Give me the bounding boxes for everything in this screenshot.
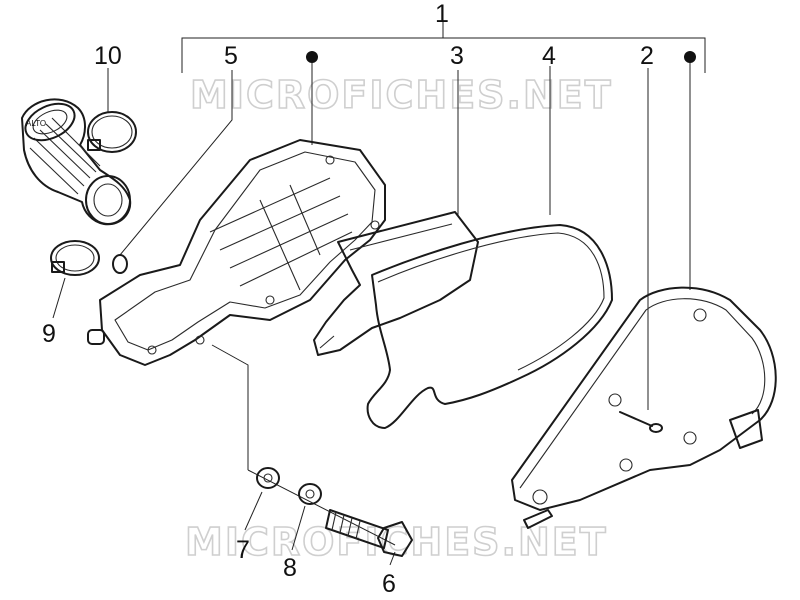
callout-9: 9: [42, 320, 56, 348]
callout-7: 7: [236, 536, 250, 564]
hose-clamp: [50, 240, 100, 276]
duct-clamp: [87, 111, 137, 153]
callout-4: 4: [542, 42, 556, 70]
filter-element: [313, 211, 479, 356]
reference-dot-right: [684, 51, 696, 63]
callout-3: 3: [450, 42, 464, 70]
assembly-bracket: [181, 22, 706, 73]
callout-5: 5: [224, 42, 238, 70]
locating-pin: [112, 254, 128, 274]
watermark-top: MICROFICHES.NET: [190, 73, 613, 117]
duct-marking: ALTO: [26, 119, 46, 128]
washer-large: [256, 467, 280, 489]
filter-housing-base: [87, 139, 386, 366]
watermark-bottom: MICROFICHES.NET: [185, 520, 608, 564]
filter-cover: [511, 286, 777, 529]
cover-screw: [619, 411, 663, 433]
washer-small: [298, 483, 322, 505]
intake-duct: ALTO: [21, 98, 132, 226]
callout-6: 6: [382, 570, 396, 598]
leader-lines: [52, 63, 691, 566]
callout-1: 1: [435, 0, 449, 28]
callout-2: 2: [640, 42, 654, 70]
callout-8: 8: [283, 554, 297, 582]
filter-gasket: [366, 224, 613, 429]
reference-dot-left: [306, 51, 318, 63]
hex-bolt: [325, 509, 413, 557]
callout-10: 10: [94, 42, 122, 70]
